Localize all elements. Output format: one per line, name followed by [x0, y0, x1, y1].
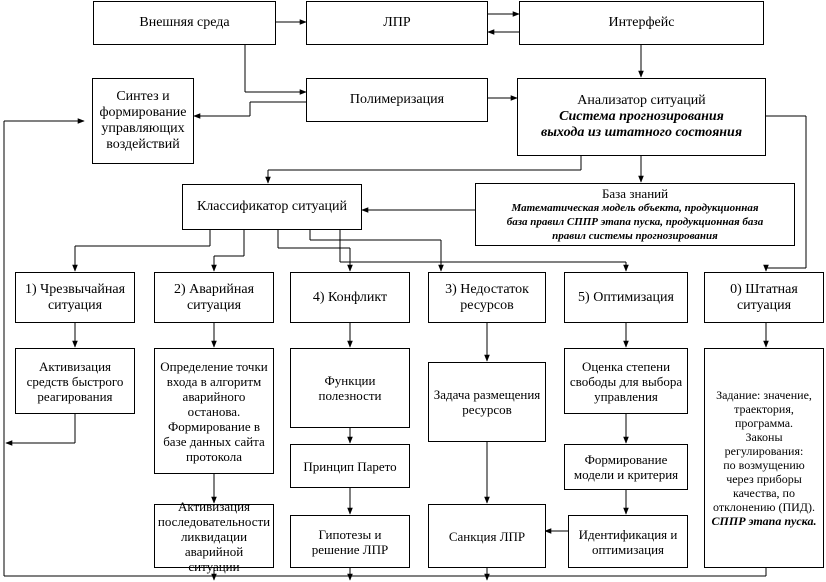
identification-label: Идентификация и оптимизация: [578, 526, 678, 557]
category-resource-shortage: 3) Недостаток ресурсов: [428, 272, 546, 323]
analyzer-subtitle: Система прогнозирования выхода из штатно…: [540, 109, 743, 140]
entry-point-label: Определение точки входа в алгоритм авари…: [160, 358, 268, 464]
interface-label: Интерфейс: [608, 15, 675, 30]
normal-task-box: Задание: значение, траектория, программа…: [704, 348, 824, 568]
category-optimization-label: 5) Оптимизация: [578, 289, 674, 305]
entry-point-box: Определение точки входа в алгоритм авари…: [154, 348, 274, 474]
category-optimization: 5) Оптимизация: [564, 272, 688, 323]
category-resource-shortage-label: 3) Недостаток ресурсов: [445, 281, 529, 313]
model-criterion-label: Формирование модели и критерия: [573, 452, 679, 482]
hypotheses-box: Гипотезы и решение ЛПР: [290, 515, 410, 568]
category-conflict-label: 4) Конфликт: [312, 289, 388, 305]
situation-analyzer-box: Анализатор ситуаций Система прогнозирова…: [517, 78, 766, 156]
category-normal-label: 0) Штатная ситуация: [730, 281, 798, 313]
normal-task-label: Задание: значение, траектория, программа…: [713, 388, 815, 514]
pareto-principle-label: Принцип Парето: [303, 458, 397, 474]
situation-classifier-box: Классификатор ситуаций: [182, 184, 362, 230]
synthesis-label: Синтез и формирование управляющих воздей…: [99, 89, 187, 152]
synthesis-box: Синтез и формирование управляющих воздей…: [92, 78, 194, 164]
polymerization-label: Полимеризация: [349, 92, 445, 107]
knowledge-base-body: Математическая модель объекта, продукцио…: [506, 201, 764, 242]
utility-functions-box: Функции полезности: [290, 348, 410, 428]
category-normal: 0) Штатная ситуация: [704, 272, 824, 323]
lpr-box: ЛПР: [306, 1, 488, 45]
rapid-response-label: Активизация средств быстрого реагировани…: [26, 358, 124, 404]
external-environment-box: Внешняя среда: [93, 1, 276, 45]
category-accident-label: 2) Аварийная ситуация: [173, 281, 255, 313]
liquidation-sequence-box: Активизация последовательности ликвидаци…: [154, 499, 274, 574]
utility-functions-label: Функции полезности: [318, 373, 382, 403]
freedom-assessment-box: Оценка степени свободы для выбора управл…: [564, 348, 688, 414]
knowledge-base-box: База знаний Математическая модель объект…: [475, 183, 795, 246]
hypotheses-label: Гипотезы и решение ЛПР: [311, 526, 389, 557]
category-accident: 2) Аварийная ситуация: [154, 272, 274, 323]
pareto-principle-box: Принцип Парето: [290, 444, 410, 488]
classifier-label: Классификатор ситуаций: [196, 199, 348, 214]
analyzer-title: Анализатор ситуаций: [577, 93, 706, 108]
lpr-label: ЛПР: [383, 15, 411, 30]
polymerization-box: Полимеризация: [306, 78, 488, 122]
identification-box: Идентификация и оптимизация: [568, 515, 688, 568]
freedom-assessment-label: Оценка степени свободы для выбора управл…: [569, 358, 683, 404]
model-criterion-box: Формирование модели и критерия: [564, 444, 688, 490]
lpr-sanction-label: Санкция ЛПР: [448, 528, 526, 544]
rapid-response-box: Активизация средств быстрого реагировани…: [15, 348, 135, 414]
knowledge-base-title: База знаний: [601, 185, 669, 201]
resource-allocation-box: Задача размещения ресурсов: [428, 362, 546, 442]
lpr-sanction-box: Санкция ЛПР: [428, 504, 546, 568]
external-environment-label: Внешняя среда: [139, 15, 230, 30]
normal-task-emphasis: СППР этапа пуска.: [711, 514, 817, 528]
interface-box: Интерфейс: [519, 1, 764, 45]
category-conflict: 4) Конфликт: [290, 272, 410, 323]
category-emergency: 1) Чрезвычайная ситуация: [15, 272, 135, 323]
resource-allocation-label: Задача размещения ресурсов: [433, 387, 541, 417]
liquidation-sequence-label: Активизация последовательности ликвидаци…: [157, 498, 271, 574]
category-emergency-label: 1) Чрезвычайная ситуация: [24, 281, 126, 313]
